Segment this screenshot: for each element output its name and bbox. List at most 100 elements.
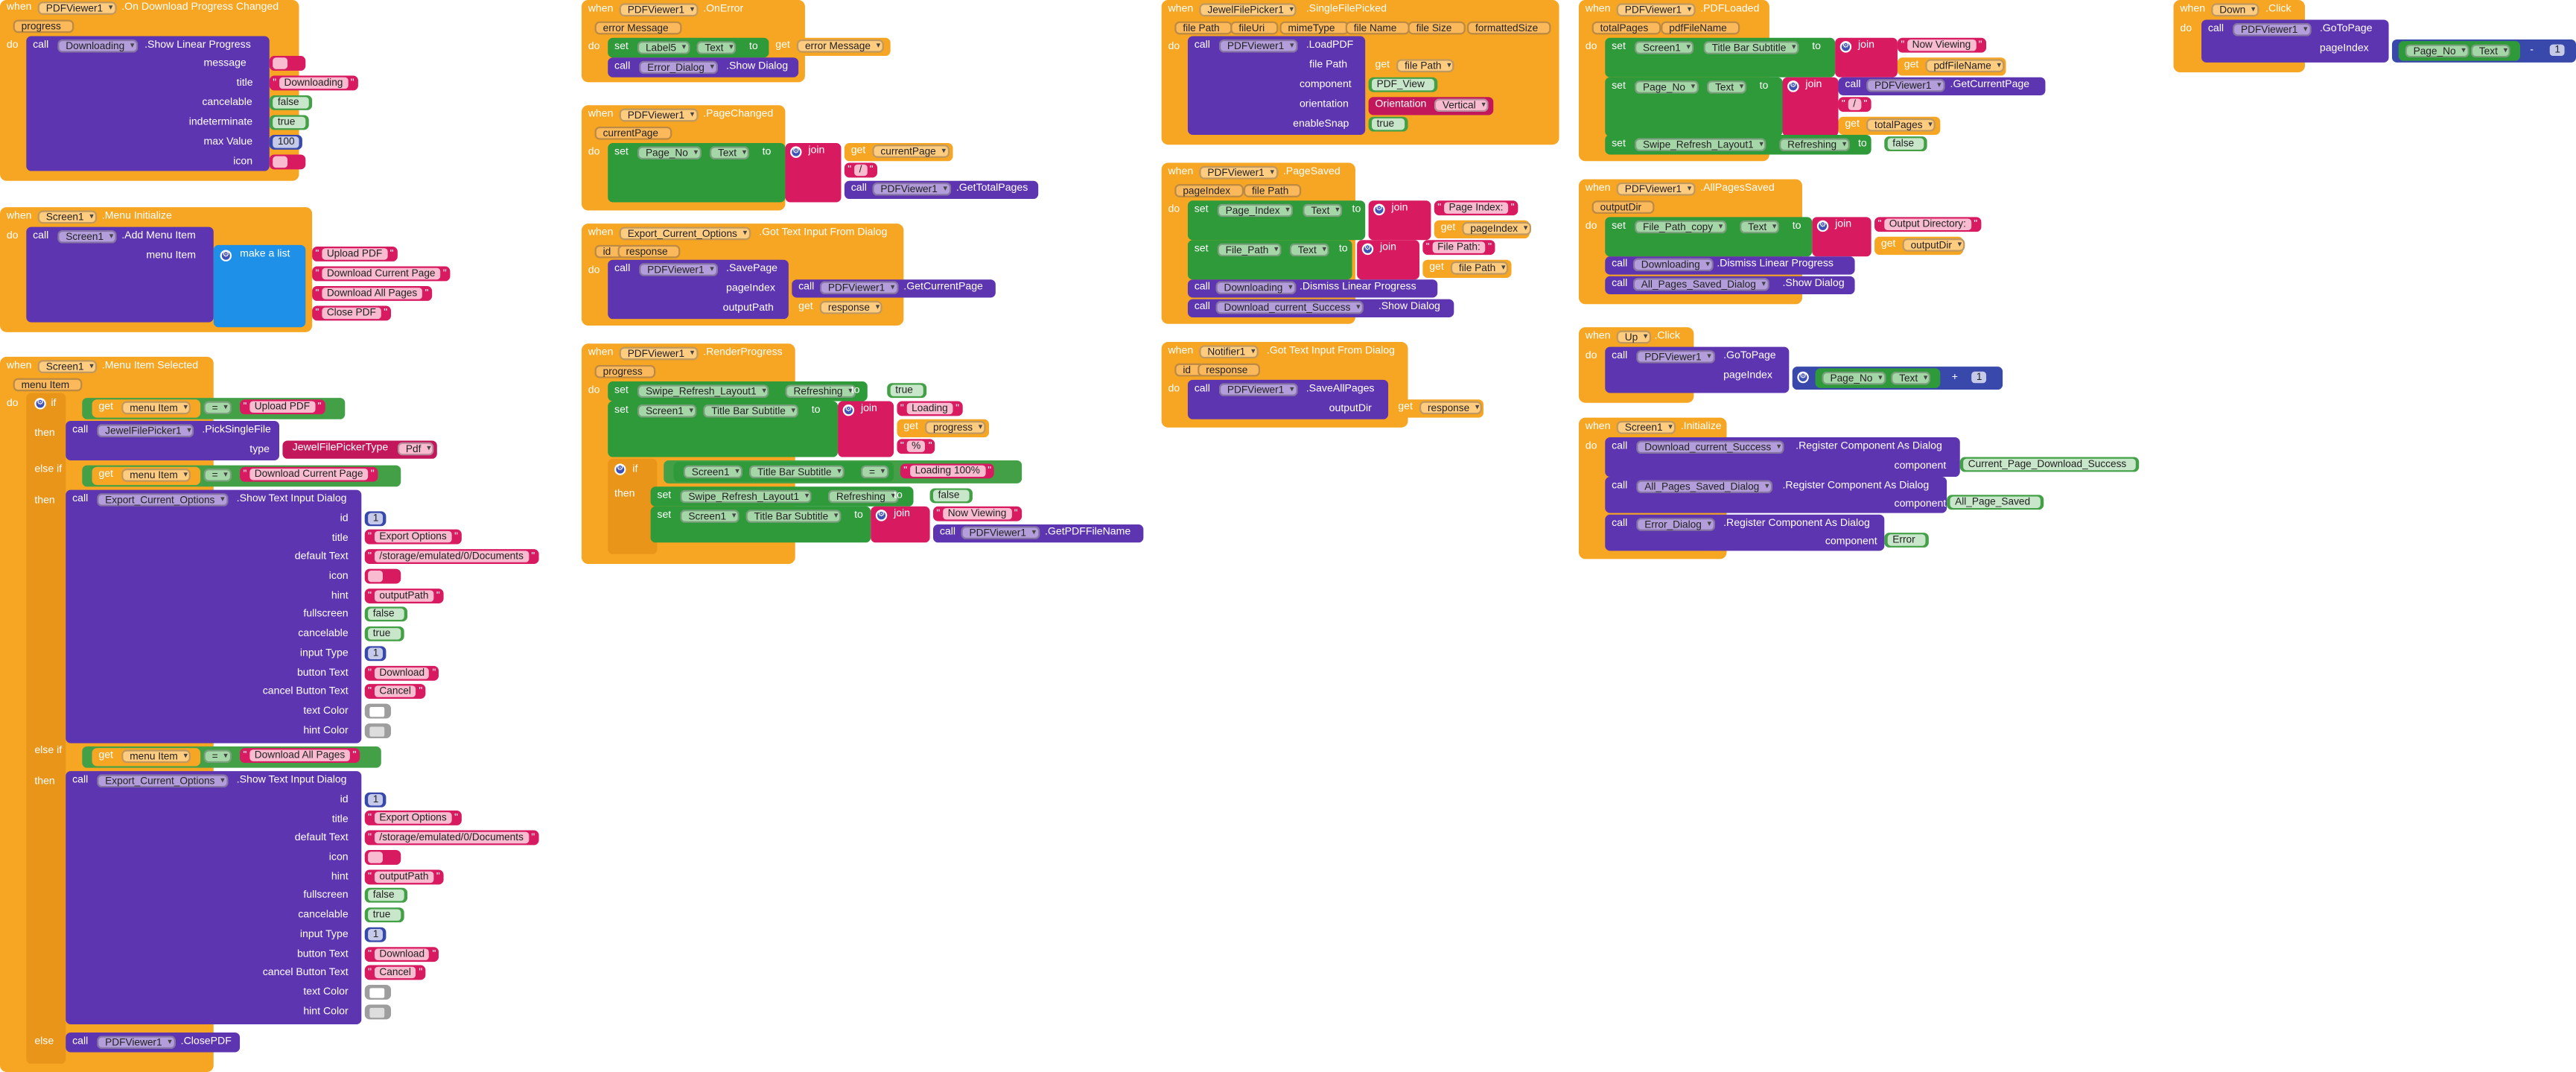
text-block-page-index-label[interactable]: " Page Index: " (1434, 200, 1518, 216)
call-register-dialog[interactable]: call All_Pages_Saved_Dialog .Register Co… (1605, 477, 1947, 513)
color-block-light-gray[interactable] (364, 723, 392, 738)
component-selector[interactable]: PDFViewer1 (961, 526, 1040, 539)
enum-block-file-picker-type[interactable]: JewelFilePickerType Pdf (282, 440, 437, 459)
component-selector[interactable]: Page_No (1822, 371, 1886, 385)
component-selector[interactable]: Downloading (1215, 281, 1297, 295)
text-block-title[interactable]: " Export Options " (364, 811, 462, 825)
join-block[interactable]: ⚙ join (1782, 77, 1839, 137)
text-block-menu-item[interactable]: " Upload PDF " (312, 247, 397, 261)
call-save-page[interactable]: call PDFViewer1 .SavePage pageIndex outp… (608, 259, 789, 320)
variable-selector[interactable]: menu Item (121, 401, 191, 415)
text-block-default[interactable]: " /storage/emulated/0/Documents " (364, 549, 538, 565)
property-selector[interactable]: Refreshing (1779, 138, 1850, 152)
text-block-empty[interactable] (364, 568, 401, 584)
call-get-total-pages[interactable]: call PDFViewer1 .GetTotalPages (844, 180, 1039, 200)
param-mime-type[interactable]: mimeType (1279, 21, 1349, 35)
bool-block-cancelable[interactable]: true (364, 626, 404, 641)
param-file-size[interactable]: file Size (1408, 21, 1466, 35)
set-page-index-text[interactable]: set Page_Index Text to (1187, 200, 1366, 241)
set-swipe-refreshing[interactable]: set Swipe_Refresh_Layout1 Refreshing to (608, 381, 868, 402)
gear-icon[interactable]: ⚙ (1787, 80, 1799, 92)
variable-selector[interactable]: outputDir (1902, 238, 1965, 252)
variable-selector[interactable]: file Path (1396, 59, 1455, 73)
param-file-path[interactable]: file Path (1243, 184, 1302, 197)
call-register-dialog[interactable]: call Error_Dialog .Register Component As… (1605, 514, 1885, 551)
join-block[interactable]: ⚙ join (1368, 200, 1431, 241)
component-selector[interactable]: Screen1 (1616, 420, 1676, 434)
call-show-text-input-dialog[interactable]: call Export_Current_Options .Show Text I… (66, 771, 362, 1024)
param-response[interactable]: response (1198, 363, 1262, 377)
number-block-input-type[interactable]: 1 (364, 646, 387, 662)
event-block-download-progress-changed[interactable]: when PDFViewer1 .On Download Progress Ch… (0, 0, 358, 181)
component-selector[interactable]: PDFViewer1 (619, 3, 698, 17)
variable-selector[interactable]: response (1419, 401, 1483, 415)
component-selector[interactable]: Down (2211, 3, 2259, 17)
get-page-index[interactable]: get pageIndex (1434, 220, 1531, 239)
variable-selector[interactable]: menu Item (121, 749, 191, 764)
join-block[interactable]: ⚙ join (1812, 217, 1871, 257)
property-selector[interactable]: Refreshing (785, 384, 856, 399)
param-file-uri[interactable]: fileUri (1230, 21, 1278, 35)
event-block-menu-initialize[interactable]: when Screen1 .Menu Initialize do call Sc… (0, 207, 451, 332)
get-response[interactable]: get response (1391, 399, 1484, 418)
set-title-bar-subtitle[interactable]: set Screen1 Title Bar Subtitle to (608, 401, 839, 457)
text-block-menu-item[interactable]: " Download Current Page " (312, 266, 451, 282)
call-save-all-pages[interactable]: call PDFViewer1 .SaveAllPages outputDir (1187, 379, 1389, 419)
enum-value-selector[interactable]: Pdf (397, 442, 435, 456)
property-selector[interactable]: Title Bar Subtitle (1703, 41, 1799, 54)
set-title-bar-subtitle[interactable]: set Screen1 Title Bar Subtitle to (650, 506, 871, 543)
get-page-no-text[interactable]: Page_No Text (1815, 368, 1941, 388)
text-block-empty[interactable] (364, 850, 401, 865)
component-selector[interactable]: Screen1 (683, 465, 743, 479)
component-selector[interactable]: Download_current_Success (1215, 300, 1364, 314)
property-selector[interactable]: Refreshing (827, 489, 899, 504)
param-progress[interactable]: progress (13, 19, 74, 34)
component-block-error[interactable]: Error (1884, 533, 1929, 548)
operator-selector[interactable]: = (203, 468, 232, 482)
component-selector[interactable]: Error_Dialog (639, 60, 718, 74)
property-selector[interactable]: Text (1707, 80, 1747, 94)
set-file-path-copy-text[interactable]: set File_Path_copy Text to (1605, 217, 1813, 257)
call-show-text-input-dialog[interactable]: call Export_Current_Options .Show Text I… (66, 489, 362, 743)
gear-icon[interactable]: ⚙ (1839, 41, 1852, 53)
text-block-now-viewing[interactable]: " Now Viewing " (1897, 37, 1985, 53)
component-selector[interactable]: Swipe_Refresh_Layout1 (680, 489, 812, 504)
text-block-now-viewing[interactable]: " Now Viewing " (933, 506, 1022, 521)
component-selector[interactable]: Swipe_Refresh_Layout1 (1634, 138, 1767, 152)
variable-selector[interactable]: currentPage (872, 145, 950, 158)
component-selector[interactable]: Page_No (637, 146, 702, 160)
property-selector[interactable]: Text (709, 146, 750, 160)
call-error-dialog-show[interactable]: call Error_Dialog .Show Dialog (608, 57, 799, 77)
get-file-path[interactable]: get file Path (1422, 259, 1512, 278)
property-selector[interactable]: Title Bar Subtitle (748, 465, 845, 479)
param-formatted-size[interactable]: formattedSize (1466, 21, 1551, 35)
call-get-pdf-file-name[interactable]: call PDFViewer1 .GetPDFFileName (933, 524, 1144, 543)
get-file-path[interactable]: get file Path (1368, 57, 1455, 76)
component-selector[interactable]: Screen1 (57, 229, 117, 244)
component-selector[interactable]: PDFViewer1 (872, 182, 951, 196)
join-block[interactable]: ⚙ join (838, 401, 894, 457)
call-load-pdf[interactable]: call PDFViewer1 .LoadPDF file Path compo… (1187, 36, 1366, 135)
param-file-path[interactable]: file Path (1174, 21, 1233, 35)
component-selector[interactable]: Downloading (57, 39, 138, 53)
text-block-downloading[interactable]: " Downloading " (269, 75, 358, 91)
component-selector[interactable]: PDFViewer1 (1218, 39, 1297, 53)
text-block-button[interactable]: " Download " (364, 947, 439, 962)
get-menu-item[interactable]: get menu Item (92, 399, 201, 418)
component-selector[interactable]: Screen1 (37, 210, 98, 224)
component-selector[interactable]: Screen1 (637, 404, 697, 418)
gear-icon[interactable]: ⚙ (790, 146, 802, 158)
bool-block-false[interactable]: false (929, 488, 973, 504)
bool-block-true[interactable]: true (269, 115, 309, 130)
call-dismiss-linear-progress[interactable]: call Downloading .Dismiss Linear Progres… (1187, 279, 1438, 298)
if-block[interactable]: ⚙ if then (608, 458, 658, 554)
component-selector[interactable]: PDFViewer1 (1616, 182, 1695, 196)
call-dismiss-linear-progress[interactable]: call Downloading .Dismiss Linear Progres… (1605, 256, 1855, 275)
set-swipe-refreshing[interactable]: set Swipe_Refresh_Layout1 Refreshing to (1605, 134, 1871, 155)
number-block-1[interactable]: 1 (1968, 370, 1991, 385)
text-block-button[interactable]: " Download " (364, 665, 439, 681)
param-pdf-file-name[interactable]: pdfFileName (1661, 21, 1740, 35)
color-block-white[interactable] (364, 984, 392, 1000)
component-selector[interactable]: PDFViewer1 (819, 281, 898, 295)
